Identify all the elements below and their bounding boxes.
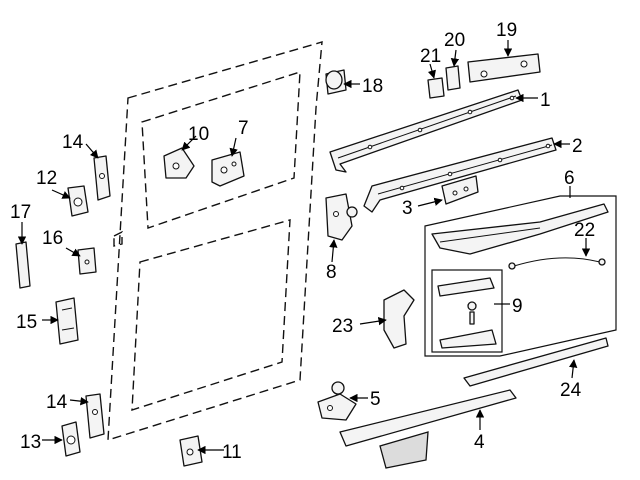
callout-14-upper: 14 bbox=[62, 132, 84, 153]
door-outline bbox=[107, 41, 323, 441]
callout-1: 1 bbox=[540, 90, 551, 111]
callout-7: 7 bbox=[238, 118, 249, 139]
part-17-guide-strip bbox=[15, 241, 31, 289]
callout-18: 18 bbox=[362, 76, 383, 97]
callout-24: 24 bbox=[560, 380, 582, 401]
part-14-upper-guide bbox=[93, 155, 111, 201]
part-18-stopper bbox=[325, 69, 347, 95]
part-8-lock-assembly bbox=[325, 193, 358, 241]
part-16-bracket bbox=[77, 247, 97, 275]
callout-5: 5 bbox=[370, 389, 381, 410]
callout-2: 2 bbox=[572, 136, 583, 157]
callout-13: 13 bbox=[20, 432, 41, 453]
callout-16: 16 bbox=[42, 228, 63, 249]
part-14-lower-guide bbox=[85, 393, 105, 439]
callout-6: 6 bbox=[564, 168, 575, 189]
part-12-striker bbox=[67, 185, 89, 217]
part-1-upper-rail bbox=[329, 89, 523, 173]
part-11-bumper bbox=[179, 435, 203, 467]
part-23-bracket bbox=[383, 289, 415, 349]
part-9-box bbox=[431, 269, 503, 353]
callout-15: 15 bbox=[16, 312, 37, 333]
callout-21: 21 bbox=[420, 46, 441, 67]
callout-11: 11 bbox=[222, 442, 242, 463]
callout-8: 8 bbox=[326, 262, 337, 283]
part-13-lower-striker bbox=[61, 421, 81, 457]
part-24-lower-rail bbox=[463, 337, 609, 387]
part-21-clip bbox=[427, 77, 445, 99]
part-19-plate bbox=[467, 53, 541, 83]
part-2-center-rail bbox=[363, 137, 557, 213]
callout-3: 3 bbox=[402, 198, 413, 219]
part-20-clip bbox=[445, 65, 461, 91]
part-5-lower-roller bbox=[317, 381, 357, 421]
callout-4: 4 bbox=[474, 432, 485, 453]
callout-10: 10 bbox=[188, 124, 209, 145]
callout-23: 23 bbox=[332, 316, 353, 337]
part-7-latch bbox=[211, 151, 245, 187]
callout-labels: 1 2 3 4 5 6 7 8 9 10 11 12 13 14 14 15 1… bbox=[10, 20, 595, 463]
part-6-group bbox=[424, 195, 617, 357]
callout-14-lower: 14 bbox=[46, 392, 68, 413]
callout-20: 20 bbox=[444, 30, 465, 51]
callout-12: 12 bbox=[36, 168, 57, 189]
leader-lines bbox=[17, 40, 591, 455]
part-3-bracket bbox=[441, 175, 479, 205]
callout-17: 17 bbox=[10, 202, 31, 223]
callout-9: 9 bbox=[512, 296, 523, 317]
part-4-sill-plate bbox=[339, 389, 517, 469]
part-15-wedge bbox=[55, 297, 79, 345]
callout-22: 22 bbox=[574, 220, 595, 241]
callout-19: 19 bbox=[496, 20, 517, 41]
part-10-cover bbox=[163, 147, 195, 179]
